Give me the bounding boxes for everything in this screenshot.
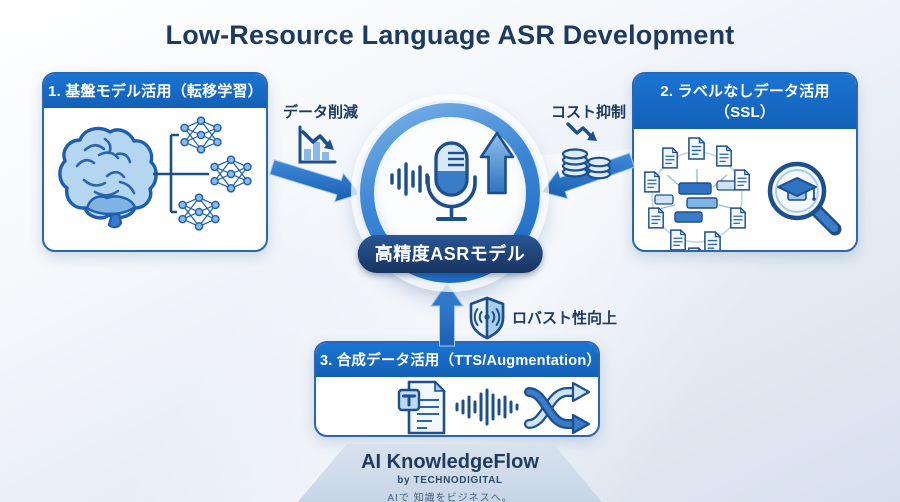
- robustness-label: ロバスト性向上: [512, 310, 618, 327]
- neural-network-icon: [209, 155, 252, 193]
- shield-sound-icon: [469, 296, 505, 340]
- box-synthetic-data-header: 3. 合成データ活用（TTS/Augmentation）: [316, 343, 598, 377]
- branch-connector: [152, 133, 209, 214]
- box-synthetic-data-body: [316, 377, 598, 435]
- brain-icon: [57, 126, 158, 229]
- box-foundation-model: 1. 基盤モデル活用（転移学習）: [42, 72, 268, 252]
- declining-chart-icon: [298, 125, 337, 164]
- asr-model-label: 高精度ASRモデル: [357, 235, 543, 273]
- brand-tagline: AIで 知識をビジネスへ。: [387, 493, 513, 502]
- box-unlabeled-data: 2. ラベルなしデータ活用（SSL）: [632, 72, 858, 252]
- waveform-icon: [455, 388, 518, 426]
- magnifier-graduation-icon: [767, 161, 841, 236]
- microphone-icon: [426, 141, 477, 221]
- coins-icon: [561, 122, 612, 180]
- page-title: Low-Resource Language ASR Development: [165, 20, 735, 50]
- box-unlabeled-data-header: 2. ラベルなしデータ活用（SSL）: [634, 74, 856, 129]
- shuffle-icon: [523, 381, 590, 435]
- box-foundation-model-body: [44, 108, 266, 250]
- asr-model-illustration: [390, 131, 515, 221]
- cost-control-label: コスト抑制: [551, 104, 627, 121]
- graduation-cap-icon: [776, 177, 817, 201]
- data-cluster-illustration: [643, 137, 841, 250]
- box-unlabeled-data-body: [634, 129, 856, 250]
- box-synthetic-data: 3. 合成データ活用（TTS/Augmentation）: [314, 341, 600, 437]
- waveform-icon: [390, 162, 429, 196]
- tts-pipeline-illustration: [397, 380, 590, 435]
- data-reduction-label: データ削減: [283, 104, 359, 121]
- center-asr-badge: 高精度ASRモデル: [357, 100, 543, 286]
- brain-to-networks-illustration: [57, 116, 252, 231]
- text-document-icon: [397, 380, 446, 435]
- neural-network-icon: [177, 193, 220, 231]
- brand-name: AI KnowledgeFlow: [361, 451, 539, 473]
- neural-network-icon: [179, 116, 222, 154]
- box-foundation-model-header: 1. 基盤モデル活用（転移学習）: [44, 74, 266, 108]
- arrow-bottom-to-center: [430, 282, 464, 347]
- brand-byline: by TECHNODIGITAL: [397, 475, 503, 486]
- document-cluster-icon: [643, 137, 750, 250]
- footer-brand-area: AI KnowledgeFlow by TECHNODIGITAL AIで 知識…: [298, 444, 602, 502]
- up-arrow-icon: [479, 131, 515, 195]
